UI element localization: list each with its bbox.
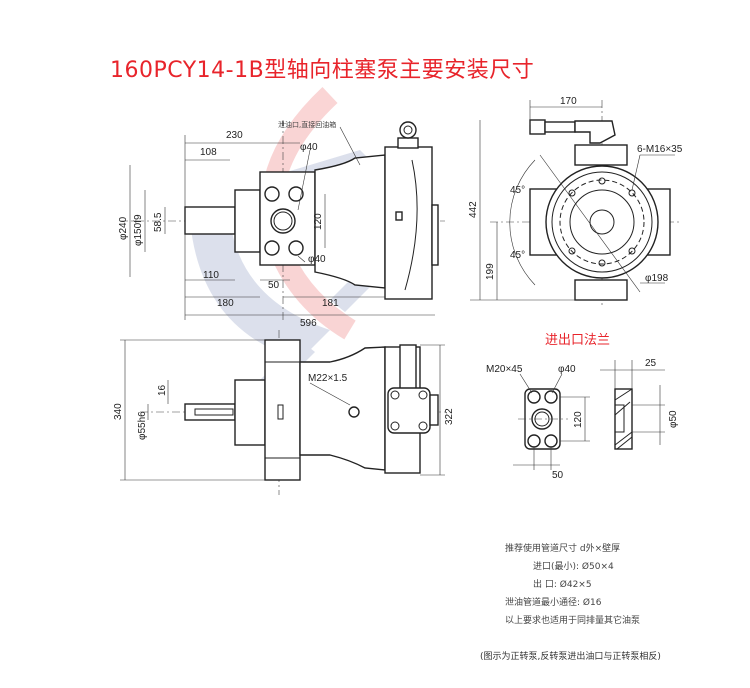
end-view: 170 6-M16×35 45° 45° φ198 442 199 bbox=[468, 96, 683, 305]
dim-phi55h6: φ55h6 bbox=[137, 411, 148, 440]
dim-50: 50 bbox=[268, 280, 280, 291]
thread-m22: M22×1.5 bbox=[308, 373, 348, 384]
note-line: 以上要求也适用于同排量其它油泵 bbox=[505, 616, 641, 626]
angle-45-top: 45° bbox=[510, 185, 525, 196]
dim-108: 108 bbox=[200, 147, 217, 158]
flange-phi40: φ40 bbox=[558, 364, 576, 375]
flange-dim-phi50: φ50 bbox=[668, 410, 679, 428]
note-line: 进口(最小): Ø50×4 bbox=[533, 562, 614, 572]
pipe-notes: 推荐使用管道尺寸 d外×壁厚 进口(最小): Ø50×4 出 口: Ø42×5 … bbox=[505, 540, 640, 630]
dim-phi198: φ198 bbox=[645, 273, 669, 284]
angle-45-bottom: 45° bbox=[510, 250, 525, 261]
dim-phi240: φ240 bbox=[118, 216, 129, 240]
dim-340: 340 bbox=[113, 403, 124, 420]
dim-180: 180 bbox=[217, 298, 234, 309]
flange-dim-25: 25 bbox=[645, 358, 657, 369]
dim-322: 322 bbox=[444, 408, 455, 425]
note-line: 泄油管道最小通径: Ø16 bbox=[505, 598, 602, 608]
note-line: 推荐使用管道尺寸 d外×壁厚 bbox=[505, 544, 621, 554]
rotation-footnote: (图示为正转泵,反转泵进出油口与正转泵相反) bbox=[480, 652, 661, 662]
dim-phi40-top: φ40 bbox=[300, 142, 318, 153]
dim-442: 442 bbox=[468, 201, 479, 218]
flange-bolt-m20: M20×45 bbox=[486, 364, 523, 375]
bolt-spec-6-m16: 6-M16×35 bbox=[637, 144, 683, 155]
flange-title: 进出口法兰 bbox=[545, 333, 611, 348]
leak-port-label: 泄油口,直接回油箱 bbox=[278, 120, 336, 129]
dim-58-5: 58.5 bbox=[153, 212, 164, 232]
front-view: 泄油口,直接回油箱 230 108 φ40 φ40 110 180 50 181… bbox=[118, 120, 445, 329]
side-view: M22×1.5 340 φ55h6 16 322 bbox=[113, 330, 455, 495]
flange-dim-120: 120 bbox=[573, 411, 584, 428]
dim-110: 110 bbox=[203, 270, 219, 281]
dim-170: 170 bbox=[560, 96, 577, 107]
dim-596: 596 bbox=[300, 318, 317, 329]
page-title: 160PCY14-1B型轴向柱塞泵主要安装尺寸 bbox=[110, 58, 535, 83]
flange-dim-50: 50 bbox=[552, 470, 564, 481]
dim-phi150f9: φ150f9 bbox=[133, 214, 144, 246]
dim-16: 16 bbox=[157, 384, 168, 396]
flange-view: M20×45 φ40 50 25 120 φ50 bbox=[486, 358, 679, 481]
dim-199: 199 bbox=[485, 263, 496, 280]
dim-phi40-bottom: φ40 bbox=[308, 254, 326, 265]
dim-230: 230 bbox=[226, 130, 243, 141]
note-line: 出 口: Ø42×5 bbox=[533, 580, 592, 590]
dim-120: 120 bbox=[313, 213, 324, 230]
dim-181: 181 bbox=[322, 298, 339, 309]
